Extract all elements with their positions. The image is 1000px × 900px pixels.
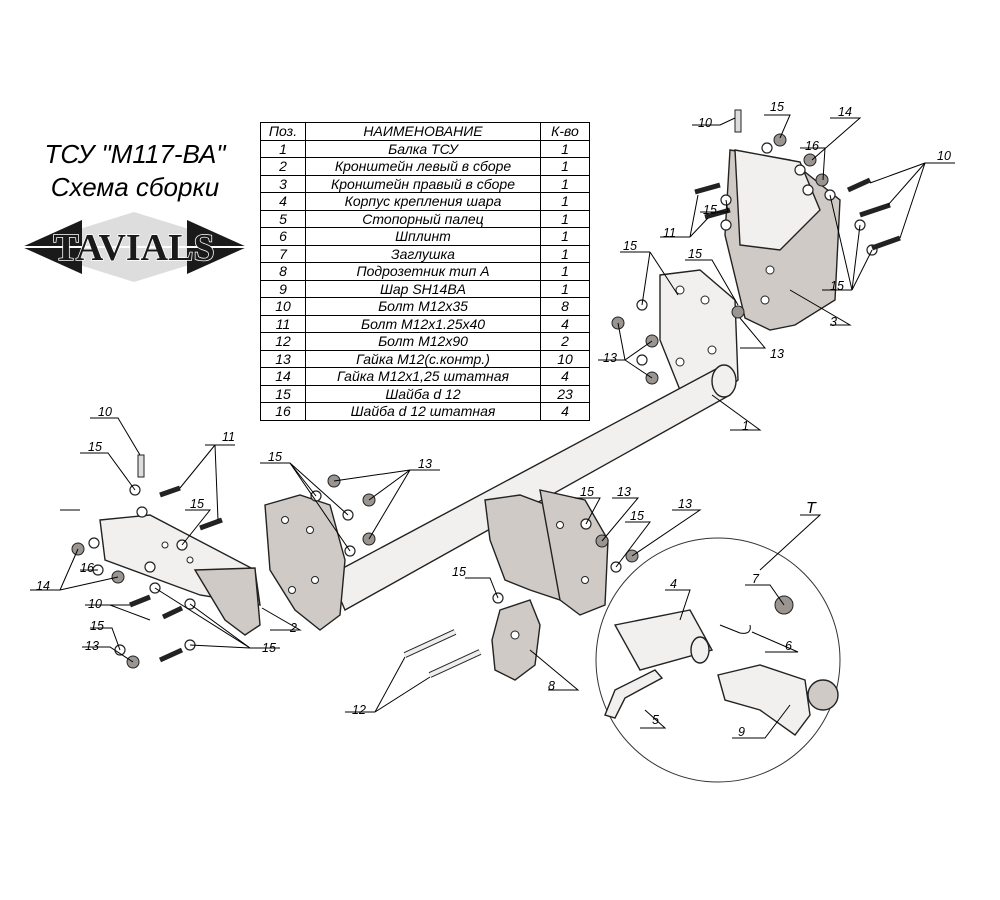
cell-name: Болт М12х90 xyxy=(305,332,541,351)
callout-3: 3 xyxy=(830,315,837,329)
cell-qty: 1 xyxy=(540,174,590,193)
callout-8: 8 xyxy=(548,679,555,693)
callout-4: 4 xyxy=(670,577,677,591)
callout-15: 15 xyxy=(452,565,466,579)
left-bracket xyxy=(99,514,261,636)
tow-beam xyxy=(329,364,737,616)
title-line-2: Схема сборки xyxy=(50,172,220,202)
cell-name: Стопорный палец xyxy=(305,209,541,228)
cell-name: Болт М12х1.25х40 xyxy=(305,314,541,333)
detail-label-t: T xyxy=(806,500,817,517)
callout-5: 5 xyxy=(652,713,659,727)
callout-15: 15 xyxy=(580,485,594,499)
callout-15: 15 xyxy=(262,641,276,655)
callout-2: 2 xyxy=(289,621,297,635)
callout-15: 15 xyxy=(90,619,104,633)
callout-labels: 10 15 14 16 10 15 11 15 15 15 13 13 3 1 … xyxy=(36,100,951,739)
cell-name: Кронштейн правый в сборе xyxy=(305,174,541,193)
callout-12: 12 xyxy=(352,703,366,717)
callout-15: 15 xyxy=(623,239,637,253)
callout-9: 9 xyxy=(738,725,745,739)
callout-14: 14 xyxy=(838,105,852,119)
callout-15: 15 xyxy=(703,203,717,217)
long-bolts xyxy=(403,629,482,678)
cell-name: Шайба d 12 штатная xyxy=(305,402,541,421)
right-bracket xyxy=(659,149,841,401)
callout-15: 15 xyxy=(770,100,784,114)
callout-16: 16 xyxy=(80,561,94,575)
diagram-title: ТСУ "М117-ВА" Схема сборки xyxy=(15,138,255,204)
cell-name: Кронштейн левый в сборе xyxy=(305,157,541,176)
callout-7: 7 xyxy=(752,572,760,586)
title-line-1: ТСУ "М117-ВА" xyxy=(44,139,226,169)
callout-13: 13 xyxy=(617,485,631,499)
callout-15: 15 xyxy=(630,509,644,523)
socket-plate xyxy=(491,599,541,681)
callout-13: 13 xyxy=(603,351,617,365)
callout-1: 1 xyxy=(742,419,749,433)
callout-13: 13 xyxy=(678,497,692,511)
callout-11: 11 xyxy=(222,430,235,444)
callout-11: 11 xyxy=(663,226,676,240)
leader-lines xyxy=(30,114,955,739)
callout-15: 15 xyxy=(88,440,102,454)
callout-16: 16 xyxy=(805,139,819,153)
callout-15: 15 xyxy=(830,279,844,293)
callout-15: 15 xyxy=(190,497,204,511)
cell-pos: 16 xyxy=(260,402,306,421)
callout-6: 6 xyxy=(785,639,792,653)
callout-15: 15 xyxy=(268,450,282,464)
callout-13: 13 xyxy=(85,639,99,653)
callout-10: 10 xyxy=(98,405,112,419)
detail-circle xyxy=(595,537,841,783)
callout-13: 13 xyxy=(770,347,784,361)
tavials-logo: TAVIALS xyxy=(22,212,247,282)
callout-15: 15 xyxy=(688,247,702,261)
cell-name: Балка ТСУ xyxy=(305,139,541,158)
beam-left-plate xyxy=(264,494,346,631)
cell-qty: 4 xyxy=(540,402,590,421)
callout-14: 14 xyxy=(36,579,50,593)
callout-10: 10 xyxy=(937,149,951,163)
callout-13: 13 xyxy=(418,457,432,471)
svg-text:TAVIALS: TAVIALS xyxy=(53,227,214,269)
callout-10: 10 xyxy=(88,597,102,611)
callout-10: 10 xyxy=(698,116,712,130)
cell-pos: 11 xyxy=(260,314,306,333)
